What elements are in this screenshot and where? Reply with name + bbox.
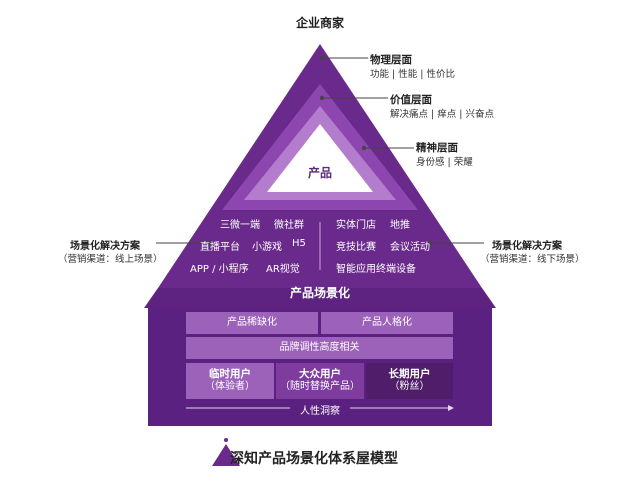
online-item: AR视觉 — [266, 264, 300, 275]
base-cell-brand-tone: 品牌调性高度相关 — [186, 337, 453, 359]
online-item: 直播平台 — [200, 242, 240, 253]
base-cell-personality: 产品人格化 — [321, 312, 453, 334]
base-cell-scarcity: 产品稀缺化 — [186, 312, 318, 334]
offline-item: 会议活动 — [390, 242, 430, 253]
user-cell-longterm: 长期用户 （粉丝） — [366, 363, 453, 399]
online-solution-sub: （营销渠道：线上场景） — [58, 254, 163, 265]
offline-solution-sub: （营销渠道：线下场景） — [480, 254, 585, 265]
layer-spirit-sub: 身份感 | 荣耀 — [416, 157, 473, 168]
offline-solution-heading: 场景化解决方案 — [492, 241, 562, 252]
base-cell-label: 产品人格化 — [362, 316, 412, 328]
scene-band-title: 产品场景化 — [289, 286, 350, 300]
online-item: 小游戏 — [252, 242, 282, 253]
user-title: 长期用户 — [388, 368, 431, 381]
layer-physical-heading: 物理层面 — [370, 54, 412, 66]
offline-item: 竞技比赛 — [336, 242, 376, 253]
user-title: 临时用户 — [209, 368, 251, 381]
layer-value-heading: 价值层面 — [390, 94, 432, 106]
user-sub: （粉丝） — [389, 381, 430, 393]
diagram-caption: 深知产品场景化体系屋模型 — [230, 451, 398, 467]
layer-physical-sub: 功能 | 性能 | 性价比 — [370, 69, 455, 80]
core-triangle — [267, 124, 373, 192]
enterprise-title: 企业商家 — [295, 16, 344, 30]
user-sub: （随时替换产品） — [280, 381, 360, 393]
online-item: APP / 小程序 — [190, 264, 249, 275]
caption-triangle-icon — [212, 444, 240, 466]
online-solution-heading: 场景化解决方案 — [70, 241, 140, 252]
layer-spirit-heading: 精神层面 — [416, 142, 458, 154]
online-item: 三微一端 — [220, 220, 260, 231]
scene-band — [144, 288, 496, 308]
offline-item: 实体门店 — [336, 220, 376, 231]
user-sub: （体验者） — [205, 381, 255, 393]
online-item: 微社群 — [274, 220, 304, 231]
user-cell-temporary: 临时用户 （体验者） — [186, 363, 274, 399]
user-title: 大众用户 — [299, 368, 341, 381]
user-cell-mass: 大众用户 （随时替换产品） — [276, 363, 364, 399]
offline-item: 地推 — [390, 220, 410, 231]
offline-item: 智能应用终端设备 — [336, 264, 416, 275]
center-product-label: 产品 — [307, 166, 332, 180]
layer-value-sub: 解决痛点 | 痒点 | 兴奋点 — [390, 109, 494, 120]
insight-label: 人性洞察 — [290, 402, 350, 417]
base-cell-label: 品牌调性高度相关 — [279, 341, 360, 353]
online-item: H5 — [292, 238, 306, 249]
base-cell-label: 产品稀缺化 — [227, 316, 277, 328]
